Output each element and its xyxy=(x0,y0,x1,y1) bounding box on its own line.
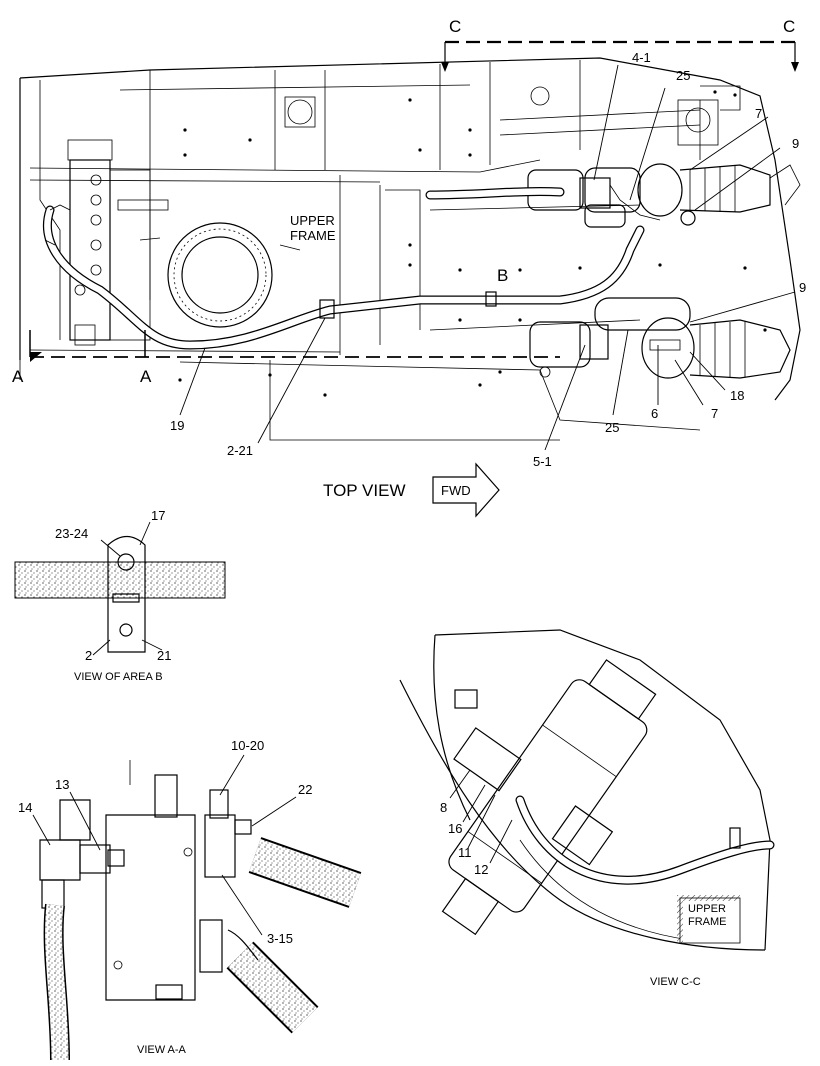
bolt-dots xyxy=(178,90,767,397)
callout-23-24: 23-24 xyxy=(55,526,88,541)
section-c-left-label: C xyxy=(449,17,461,36)
view-area-b: 23-24 17 2 21 VIEW OF AREA B xyxy=(14,508,226,683)
upper-frame-label-line2: FRAME xyxy=(290,228,336,243)
view-a-a: 10-20 22 13 14 3-15 VIEW A-A xyxy=(18,738,362,1061)
fwd-arrow xyxy=(432,462,500,518)
callout-7-top: 7 xyxy=(755,106,762,121)
callout-22: 22 xyxy=(298,782,312,797)
section-a-left-label: A xyxy=(12,367,24,386)
section-a-right-label: A xyxy=(140,367,152,386)
view-c-caption: VIEW C-C xyxy=(650,976,701,988)
callout-17: 17 xyxy=(151,508,165,523)
top-view-leaders xyxy=(179,64,796,451)
frame-outline xyxy=(19,57,801,441)
callout-6: 6 xyxy=(651,406,658,421)
callout-16: 16 xyxy=(448,821,462,836)
view-c-upper-frame-line1: UPPER xyxy=(688,903,726,915)
callout-19: 19 xyxy=(170,418,184,433)
view-c-upper-frame-line2: FRAME xyxy=(688,916,727,928)
view-a-caption: VIEW A-A xyxy=(137,1044,187,1056)
section-c-right-label: C xyxy=(783,17,795,36)
callout-14: 14 xyxy=(18,800,32,815)
callout-18: 18 xyxy=(730,388,744,403)
swing-bearing xyxy=(139,222,301,328)
view-c-c: UPPER FRAME 8 16 11 12 VIEW C-C xyxy=(399,629,775,988)
callout-7-bottom: 7 xyxy=(711,406,718,421)
area-b-label: B xyxy=(497,266,508,285)
fwd-label: FWD xyxy=(441,483,471,498)
callout-12: 12 xyxy=(474,862,488,877)
callout-11: 11 xyxy=(458,845,472,860)
air-tank-upper xyxy=(527,163,801,228)
callout-5-1: 5-1 xyxy=(533,454,552,469)
callout-3-15: 3-15 xyxy=(267,931,293,946)
hose-clip xyxy=(319,299,335,319)
callout-2: 2 xyxy=(85,648,92,663)
callout-8: 8 xyxy=(440,800,447,815)
callout-2-21: 2-21 xyxy=(227,443,253,458)
top-view-title: TOP VIEW xyxy=(323,481,406,500)
upper-frame-label-line1: UPPER xyxy=(290,213,335,228)
callout-25-top: 25 xyxy=(676,68,690,83)
section-line-a xyxy=(29,330,560,362)
callout-10-20: 10-20 xyxy=(231,738,264,753)
view-b-caption: VIEW OF AREA B xyxy=(74,671,163,683)
section-line-c xyxy=(441,40,799,72)
callout-13: 13 xyxy=(55,777,69,792)
control-valve-block xyxy=(67,139,169,346)
callout-21: 21 xyxy=(157,648,171,663)
callout-9-top: 9 xyxy=(792,136,799,151)
callout-4-1: 4-1 xyxy=(632,50,651,65)
callout-9-mid: 9 xyxy=(799,280,806,295)
callout-25-bottom: 25 xyxy=(605,420,619,435)
top-view: C C xyxy=(12,17,806,518)
air-tank-lower xyxy=(529,297,791,379)
